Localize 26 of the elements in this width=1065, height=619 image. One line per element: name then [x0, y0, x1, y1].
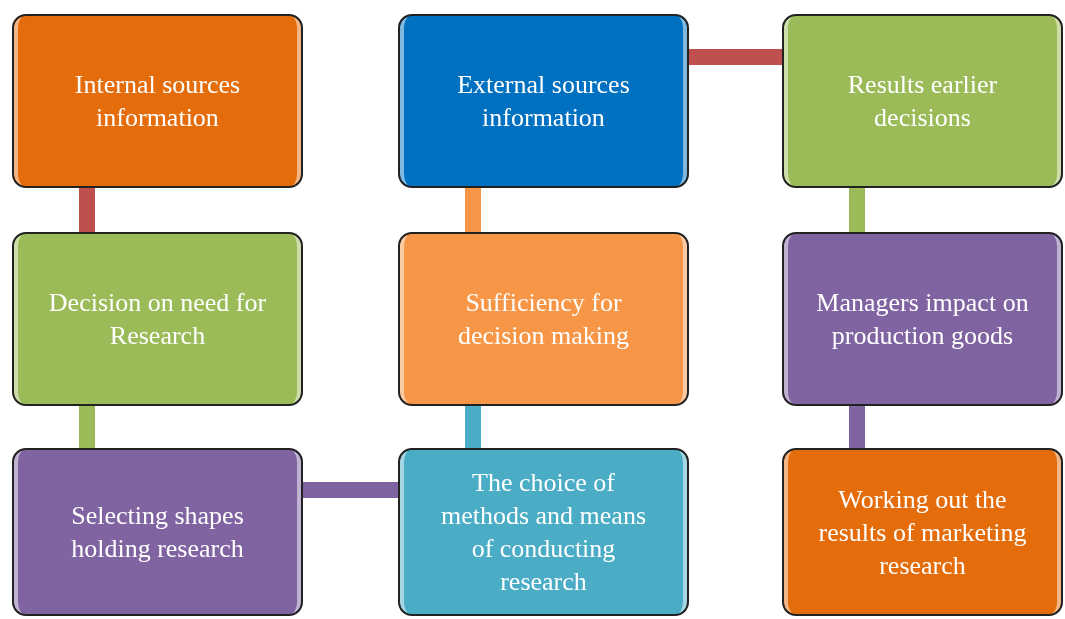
connector-bar: [465, 188, 481, 232]
box-label: The choice of methods and means of conducting research: [439, 467, 648, 598]
box-label: Selecting shapes holding research: [70, 500, 245, 565]
process-box: [782, 232, 1063, 406]
process-box: [398, 232, 689, 406]
box-label: Results earlier decisions: [846, 69, 999, 134]
box-label: Decision on need for Research: [47, 287, 268, 352]
process-box: [398, 448, 689, 616]
connector-bar: [849, 406, 865, 448]
connector-bar: [465, 406, 481, 448]
process-box: [12, 232, 303, 406]
connector-bar: [849, 188, 865, 232]
connector-bar: [689, 49, 782, 65]
box-label: Managers impact on production goods: [816, 287, 1029, 352]
connector-bar: [303, 482, 398, 498]
connector-bar: [79, 406, 95, 448]
connector-bar: [79, 188, 95, 232]
box-label: Internal sources information: [73, 69, 242, 134]
box-label: Sufficiency for decision making: [456, 287, 631, 352]
process-box: [782, 14, 1063, 188]
box-label: Working out the results of marketing research: [817, 483, 1028, 582]
process-box: [12, 14, 303, 188]
process-box: [782, 448, 1063, 616]
box-label: External sources information: [456, 69, 631, 134]
process-box: [398, 14, 689, 188]
process-box: [12, 448, 303, 616]
